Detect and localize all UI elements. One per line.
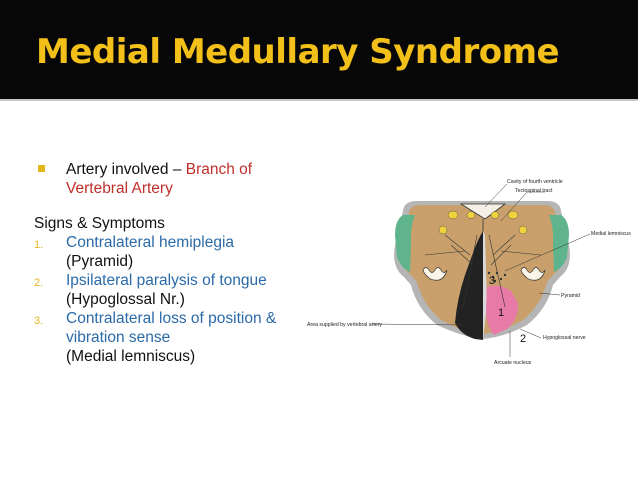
symptom-text: Ipsilateral paralysis of tongue: [66, 272, 267, 289]
symptom-text: Contralateral loss of position & vibrati…: [66, 310, 277, 346]
nucleus-left-3: [438, 225, 448, 235]
symptom-text: Contralateral hemiplegia: [66, 234, 235, 251]
olive-left: [422, 267, 448, 281]
nucleus-right-3: [518, 225, 528, 235]
symptom-list: 1. Contralateral hemiplegia (Pyramid) 2.…: [34, 233, 304, 366]
pyramid-region: [486, 285, 519, 335]
item-number: 2.: [34, 277, 44, 289]
marker-2: 2: [520, 333, 526, 345]
nucleus-left-1: [447, 210, 459, 220]
vertebral-territory-edge: [483, 231, 487, 340]
nucleus-right-2: [490, 211, 500, 219]
label-arcuate: Arcuate nucleus: [494, 360, 532, 366]
content-column: Artery involved – Branch of Vertebral Ar…: [34, 160, 304, 366]
nucleus-left-2: [466, 211, 476, 219]
item-number: 1.: [34, 239, 44, 251]
medulla-cross-section: Cavity of fourth ventricle Tectospinal t…: [307, 179, 631, 366]
lateral-region-right: [549, 215, 569, 272]
title-bar: Medial Medullary Syndrome: [0, 0, 638, 101]
olive-right: [520, 267, 546, 281]
square-bullet-icon: [38, 165, 45, 172]
label-cavity: Cavity of fourth ventricle: [507, 179, 563, 185]
artery-name: Branch of Vertebral Artery: [66, 161, 253, 197]
medulla-diagram: Cavity of fourth ventricle Tectospinal t…: [305, 175, 638, 375]
signs-heading: Signs & Symptoms: [34, 215, 165, 232]
item-number: 3.: [34, 315, 44, 327]
vertebral-artery-territory: [455, 231, 483, 340]
artery-bullet: Artery involved – Branch of Vertebral Ar…: [34, 160, 304, 198]
nucleus-right-1: [507, 210, 519, 220]
bullet-prefix: Artery involved –: [66, 161, 186, 178]
label-vertebral-area: Area supplied by vertebral artery: [307, 322, 382, 328]
label-medial-lemniscus: Medial lemniscus: [591, 231, 631, 237]
marker-1: 1: [498, 307, 504, 319]
symptom-item: 1. Contralateral hemiplegia (Pyramid): [34, 233, 304, 271]
slide-title: Medial Medullary Syndrome: [36, 32, 560, 72]
symptom-note: (Medial lemniscus): [66, 348, 196, 365]
symptom-note: (Hypoglossal Nr.): [66, 291, 185, 308]
lateral-region-left: [395, 215, 415, 272]
marker-3: 3: [489, 275, 495, 287]
label-hypoglossal: Hypoglossal nerve: [543, 335, 586, 341]
symptom-item: 2. Ipsilateral paralysis of tongue (Hypo…: [34, 271, 304, 309]
label-pyramid: Pyramid: [561, 293, 580, 299]
symptom-note: (Pyramid): [66, 253, 134, 270]
label-tectospinal: Tectospinal tract: [515, 188, 553, 194]
symptom-item: 3. Contralateral loss of position & vibr…: [34, 309, 304, 366]
